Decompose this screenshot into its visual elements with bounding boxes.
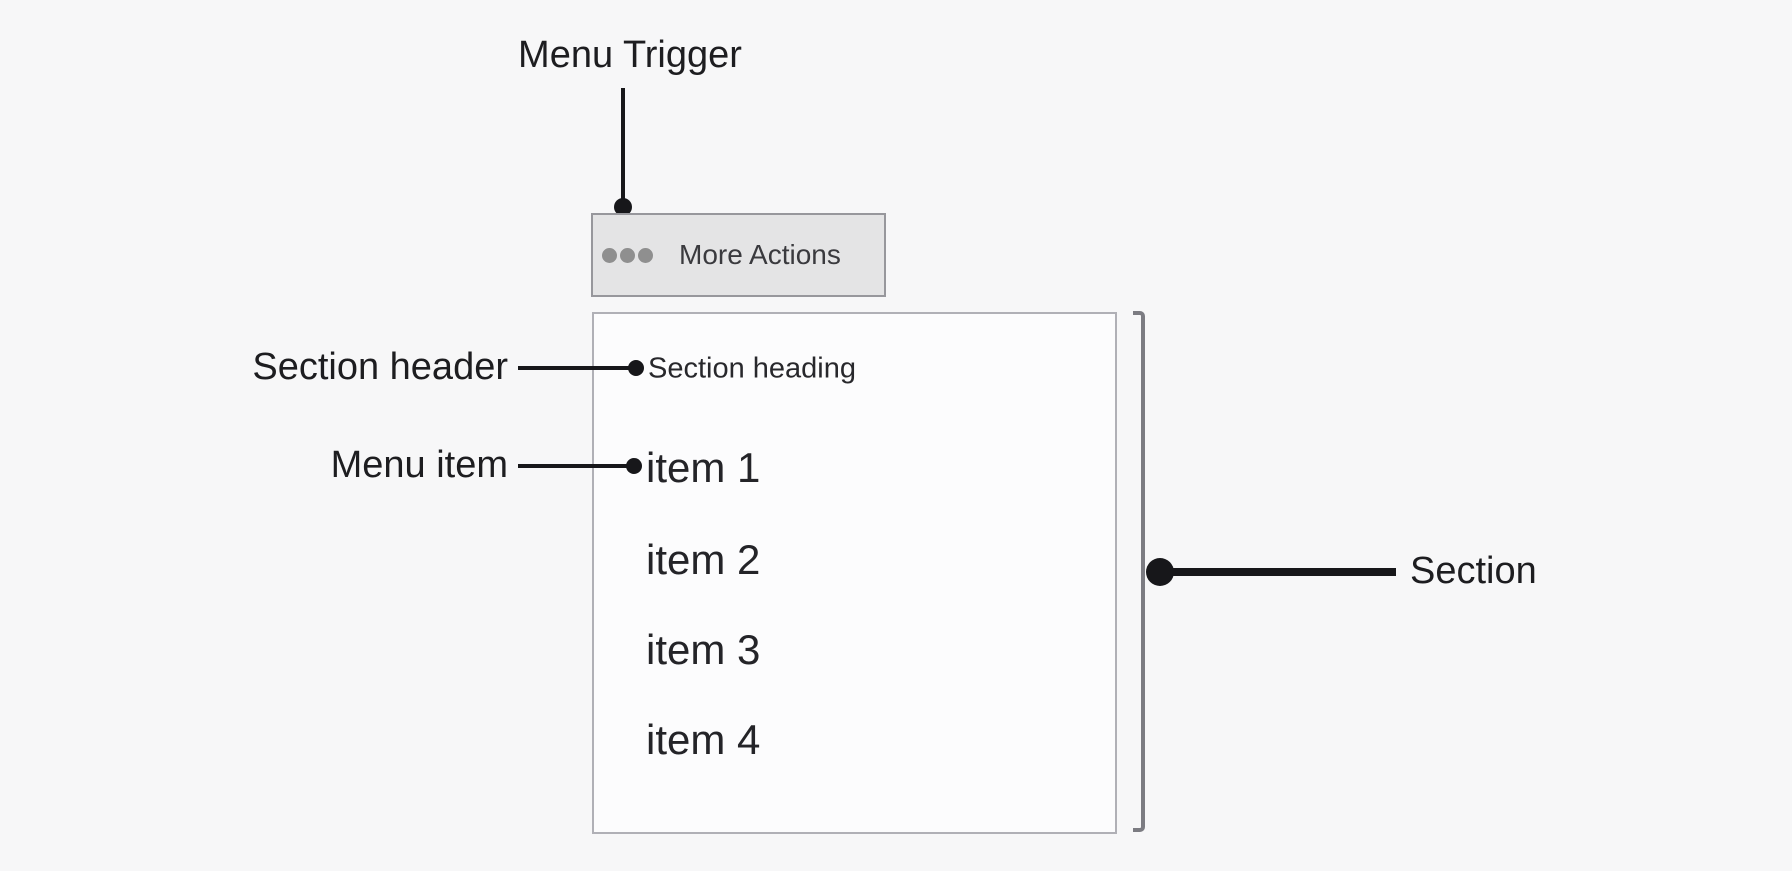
menu-section-heading: Section heading — [648, 352, 856, 385]
section-header-callout-dot — [628, 360, 644, 376]
section-header-callout-line — [518, 366, 636, 370]
menu-item-4[interactable]: item 4 — [646, 716, 761, 763]
menu-item-annotation-label: Menu item — [330, 444, 508, 487]
section-annotation-label: Section — [1410, 550, 1537, 593]
menu-item-callout-line — [518, 464, 635, 468]
more-actions-button-label: More Actions — [679, 239, 841, 270]
section-bracket — [1133, 311, 1145, 832]
ellipsis-icon — [602, 247, 653, 263]
section-header-annotation-label: Section header — [252, 346, 508, 389]
section-callout-line — [1160, 568, 1396, 576]
more-actions-button[interactable]: More Actions — [591, 213, 886, 297]
menu-item-3[interactable]: item 3 — [646, 626, 761, 673]
menu-item-callout-dot — [626, 458, 642, 474]
menu-trigger-callout-dot — [614, 198, 632, 216]
menu-item-1[interactable]: item 1 — [646, 444, 761, 491]
menu-panel — [592, 312, 1117, 834]
menu-trigger-annotation-label: Menu Trigger — [518, 34, 742, 76]
menu-trigger-callout-line — [621, 88, 625, 200]
menu-item-2[interactable]: item 2 — [646, 536, 761, 583]
